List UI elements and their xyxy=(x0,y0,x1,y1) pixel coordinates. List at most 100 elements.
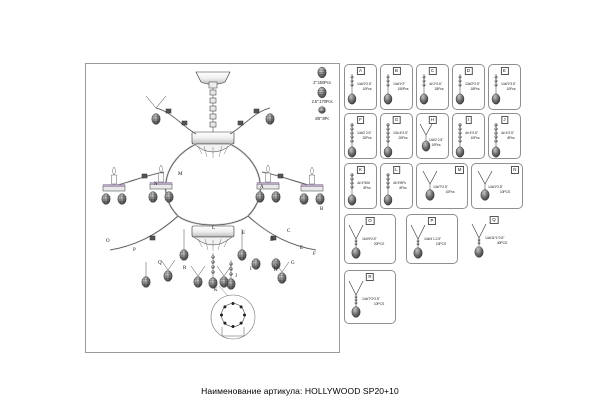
part-spec: 14#/11*1*2.5" xyxy=(485,236,505,240)
part-card-D[interactable]: D 13#/2*2.5" 18Pcs xyxy=(452,64,485,110)
part-tag: I xyxy=(465,116,472,124)
part-card-E[interactable]: E 14#/1*3.5" 10Pcs xyxy=(488,64,521,110)
part-spec: 13#/2*2.5" xyxy=(465,82,480,86)
part-qty: 10Pcs xyxy=(470,136,480,141)
bead-legend-item-2: 4/8":8Pc xyxy=(314,105,330,121)
part-qty: 10Pcs xyxy=(431,143,441,148)
part-spec-block: 14#/1*3.5" 10Pcs xyxy=(501,82,521,92)
svg-text:O: O xyxy=(106,239,110,244)
part-card-M[interactable]: M 13#/7*2.5" 10Pcs xyxy=(416,163,468,209)
part-tag: H xyxy=(428,116,437,124)
part-card-I[interactable]: I 4# 4*2.5" 10Pcs xyxy=(452,113,485,159)
svg-text:N: N xyxy=(154,182,158,187)
article-caption: Наименование артикула: HOLLYWOOD SP20+10 xyxy=(201,386,399,396)
part-qty: 20PCS xyxy=(373,242,385,247)
svg-text:E: E xyxy=(300,246,303,251)
part-spec-block: 14#/2 2.5" 10Pcs xyxy=(423,138,449,148)
svg-text:K: K xyxy=(214,288,218,293)
chandelier-assembly-diagram: A B C D E F G H I J K L E M N O P Q R xyxy=(101,71,325,340)
part-spec: 14#/4 1.2.5" xyxy=(424,237,441,241)
part-spec-block: 14#/11*1*2.5" 40PCS xyxy=(485,236,519,246)
bottom-hub xyxy=(191,225,235,251)
part-spec-block: 4# 3*8Pc 8Pcs xyxy=(393,181,413,191)
bead-legend-label: 4/8":8Pc xyxy=(314,115,330,121)
vee-pendant-icon xyxy=(422,170,438,201)
part-card-F[interactable]: F 14#/2 2.5" 20Pcs xyxy=(344,113,377,159)
svg-text:A: A xyxy=(260,185,264,190)
part-spec-block: 14#/4 1.2.5" 10PCS xyxy=(424,237,458,247)
part-tag: M xyxy=(455,166,464,174)
part-tag: J xyxy=(500,116,509,124)
svg-text:R: R xyxy=(183,266,187,271)
part-card-R[interactable]: R 14#/7*2*2.5" 10PCS xyxy=(344,270,396,324)
lower-arms xyxy=(109,215,317,251)
part-spec: 4# 4*2.5" xyxy=(501,131,514,135)
part-card-O[interactable]: O 11#/9*2.5" 20PCS xyxy=(344,214,396,264)
part-qty: 18Pcs xyxy=(434,87,444,92)
part-tag: F xyxy=(356,116,365,124)
part-tag: N xyxy=(510,166,519,174)
svg-text:D: D xyxy=(270,238,274,243)
parts-row-4: O 11#/9*2.5" 20PCS P xyxy=(344,214,596,264)
suspension-chain xyxy=(209,88,217,132)
candle-sconce-upper-right xyxy=(255,164,281,203)
part-card-A[interactable]: A 14#/1*2.5" 10Pcs xyxy=(344,64,377,110)
part-tag: G xyxy=(392,116,401,124)
upper-arm-pendants xyxy=(145,95,275,125)
vee-pendant-icon xyxy=(471,223,487,258)
part-qty: 10PCS xyxy=(499,190,511,195)
part-card-Q[interactable]: Q 14#/11*1*2.5" 40PCS xyxy=(468,214,520,264)
part-card-N[interactable]: N 14#/1*2.5" 10PCS xyxy=(471,163,523,209)
part-tag: D xyxy=(464,67,473,75)
part-spec-block: 14#/7*2*2.5" 10PCS xyxy=(362,297,396,307)
part-card-P[interactable]: P 14#/4 1.2.5" 10PCS xyxy=(406,214,458,264)
bead-size-legend: 2":150Pcs 2.5":170Pcs 4/8":8Pc xyxy=(303,66,341,128)
part-tag: L xyxy=(392,166,401,174)
vee-pendant-icon xyxy=(477,170,493,201)
part-card-L[interactable]: L 4# 3*8Pc 8Pcs xyxy=(380,163,413,209)
part-spec: 14#/2 2.5" xyxy=(428,138,444,142)
part-qty: 8Pcs xyxy=(363,186,371,191)
part-qty: 8Pcs xyxy=(399,186,407,191)
assembly-drawing-frame: A B C D E F G H I J K L E M N O P Q R xyxy=(85,63,340,353)
bead-string-icon xyxy=(455,123,465,158)
part-tag: Q xyxy=(489,216,499,224)
drop-pendant-icon xyxy=(455,74,465,105)
part-card-G[interactable]: G 13#-4*2.5" 20Pcs xyxy=(380,113,413,159)
svg-text:L: L xyxy=(212,226,215,231)
part-qty: 10Pcs xyxy=(506,87,516,92)
svg-text:H: H xyxy=(274,268,278,273)
vee-pendant-icon xyxy=(419,123,433,152)
bead-string-icon xyxy=(383,173,393,206)
part-card-J[interactable]: J 4# 4*2.5" 8Pcs xyxy=(488,113,521,159)
part-spec: 13#-4*2.5" xyxy=(393,131,408,135)
part-spec-block: 13#/7*2.5" 10Pcs xyxy=(433,185,467,195)
svg-text:J: J xyxy=(235,274,237,279)
bead-icon xyxy=(317,86,327,98)
svg-text:C: C xyxy=(287,229,291,234)
part-spec-block: 14#/1*2" 150Pcs xyxy=(393,82,413,92)
part-card-C[interactable]: C 4# 2*2.6" 18Pcs xyxy=(416,64,449,110)
bead-legend-label: 2":150Pcs xyxy=(313,79,331,85)
svg-text:G: G xyxy=(291,261,295,266)
part-qty: 10PCS xyxy=(373,302,385,307)
part-card-B[interactable]: B 14#/1*2" 150Pcs xyxy=(380,64,413,110)
bead-string-icon xyxy=(383,123,393,158)
part-card-H[interactable]: H 14#/2 2.5" 10Pcs xyxy=(416,113,449,159)
drop-pendant-icon xyxy=(383,74,393,105)
part-spec: 13#/7*2.5" xyxy=(433,185,448,189)
part-spec-block: 4# 4*2.5" 8Pcs xyxy=(501,131,521,141)
upper-hub xyxy=(191,131,235,158)
bead-small-icon xyxy=(318,106,326,114)
parts-row-5: R 14#/7*2*2.5" 10PCS xyxy=(344,270,596,324)
part-tag: O xyxy=(365,217,375,225)
parts-row-1: A 14#/1*2.5" 10Pcs xyxy=(344,64,596,110)
part-qty: 18Pcs xyxy=(470,87,480,92)
candle-sconce-right xyxy=(299,166,325,205)
part-spec-block: 14#/1*2.5" 10Pcs xyxy=(357,82,377,92)
part-spec-block: 4# 4*2.5" 10Pcs xyxy=(465,131,485,141)
part-card-K[interactable]: K 4# 4*30# 8Pcs xyxy=(344,163,377,209)
middle-arms xyxy=(113,171,313,187)
parts-row-2: F 14#/2 2.5" 20Pcs G xyxy=(344,113,596,159)
part-spec: 14#/1*2.5" xyxy=(357,82,372,86)
